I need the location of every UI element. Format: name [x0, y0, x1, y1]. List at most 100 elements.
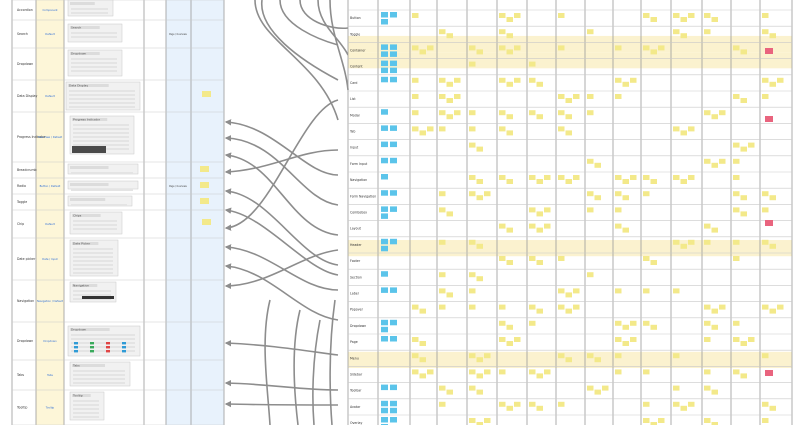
dropdown-card-swatch — [90, 346, 94, 349]
component-card-header — [72, 364, 105, 367]
yellow-sticky-note — [565, 114, 572, 120]
yellow-sticky-note — [476, 373, 483, 379]
yellow-sticky-note — [499, 175, 506, 180]
yellow-sticky-note — [419, 308, 426, 314]
yellow-sticky-note — [769, 33, 776, 39]
component-card-title: Tooltip — [72, 394, 83, 398]
connector-arrow — [224, 99, 339, 231]
yellow-sticky-note — [733, 337, 740, 342]
pink-sticky-note — [765, 48, 773, 54]
yellow-sticky-note — [499, 77, 506, 83]
dropdown-card-swatch — [106, 342, 110, 345]
left-blue-column-a — [166, 0, 191, 425]
yellow-sticky-note — [484, 369, 491, 375]
right-row-label: Section — [350, 275, 362, 279]
yellow-sticky-note — [615, 191, 622, 197]
yellow-sticky-note — [536, 260, 543, 265]
yellow-sticky-note — [680, 179, 687, 184]
yellow-sticky-note — [733, 239, 740, 245]
yellow-sticky-note — [536, 308, 543, 314]
yellow-sticky-note — [469, 191, 476, 197]
yellow-sticky-note — [587, 207, 594, 213]
yellow-sticky-note — [469, 272, 476, 278]
component-card-title: Navigation — [73, 284, 89, 288]
yellow-sticky-note — [587, 158, 594, 164]
yellow-sticky-note — [748, 337, 755, 342]
component-card-line — [71, 58, 117, 60]
component-card-title: Data Display — [69, 84, 88, 88]
connector-arrow — [224, 340, 339, 356]
yellow-sticky-note — [469, 369, 476, 375]
left-sticky-notes — [200, 91, 211, 225]
yellow-sticky-note — [615, 207, 622, 213]
yellow-sticky-note — [688, 239, 695, 245]
yellow-sticky-note — [573, 94, 580, 99]
left-row-link: Button / Default — [40, 184, 61, 188]
yellow-sticky-note — [558, 304, 565, 310]
yellow-sticky-note — [565, 98, 572, 103]
yellow-sticky-note — [650, 17, 657, 22]
right-row-label: Footer — [350, 259, 361, 263]
yellow-sticky-note — [622, 227, 629, 233]
yellow-sticky-note — [558, 288, 565, 294]
blue-sticky-note — [390, 60, 397, 67]
yellow-sticky-note — [439, 239, 446, 245]
blue-sticky-note — [381, 44, 388, 50]
yellow-sticky-note — [704, 223, 711, 229]
blue-sticky-note — [381, 141, 388, 148]
yellow-sticky-note — [762, 94, 769, 99]
component-card-line — [71, 66, 117, 68]
navigation-card-bar — [82, 296, 114, 299]
yellow-sticky-note — [704, 369, 711, 375]
connector-arrow — [224, 249, 339, 290]
blue-sticky-note — [381, 417, 388, 423]
right-row-label: Tab — [349, 130, 355, 134]
yellow-sticky-note — [762, 191, 769, 197]
blue-sticky-note — [390, 417, 397, 423]
yellow-sticky-note — [673, 353, 680, 359]
connector-arrow — [224, 207, 339, 276]
left-row-note: Page / Overview — [169, 33, 187, 36]
yellow-sticky-note — [711, 324, 718, 330]
yellow-sticky-note — [762, 353, 769, 359]
yellow-sticky-note — [514, 13, 521, 18]
yellow-sticky-note — [506, 179, 513, 184]
component-card-line — [71, 189, 133, 191]
component-card-header — [72, 284, 98, 287]
yellow-sticky-note — [427, 369, 434, 375]
yellow-sticky-note — [740, 146, 747, 152]
yellow-sticky-note — [484, 353, 491, 359]
blue-sticky-note — [390, 336, 397, 342]
component-card-line — [73, 256, 113, 258]
right-row-label: Avatar — [350, 405, 361, 409]
yellow-sticky-note — [499, 304, 506, 310]
connector-line — [293, 309, 301, 425]
left-row-dividers — [12, 0, 224, 425]
blue-sticky-note — [390, 67, 397, 74]
yellow-sticky-note — [419, 341, 426, 346]
yellow-sticky-note — [658, 45, 665, 51]
yellow-sticky-note — [454, 94, 461, 99]
yellow-sticky-note — [622, 341, 629, 346]
yellow-sticky-note — [573, 288, 580, 294]
connector-arrow — [224, 149, 339, 175]
yellow-sticky-note — [688, 126, 695, 132]
yellow-sticky-note — [733, 256, 740, 261]
yellow-sticky-note — [419, 130, 426, 136]
yellow-sticky-note — [499, 13, 506, 18]
component-card-title: Date Picker — [73, 242, 91, 246]
yellow-sticky-note — [622, 81, 629, 87]
left-label-column — [12, 0, 36, 425]
left-row-link: Default — [45, 32, 54, 36]
blue-sticky-note — [381, 60, 388, 67]
yellow-sticky-note — [704, 337, 711, 342]
yellow-sticky-note — [499, 320, 506, 326]
yellow-sticky-note — [704, 320, 711, 326]
yellow-sticky-note — [733, 175, 740, 180]
yellow-sticky-note — [565, 308, 572, 314]
component-card-line — [73, 400, 99, 402]
yellow-sticky-note — [762, 418, 769, 423]
yellow-sticky-note — [719, 110, 726, 116]
connector-arrow — [224, 119, 339, 176]
yellow-sticky-note — [202, 219, 211, 225]
